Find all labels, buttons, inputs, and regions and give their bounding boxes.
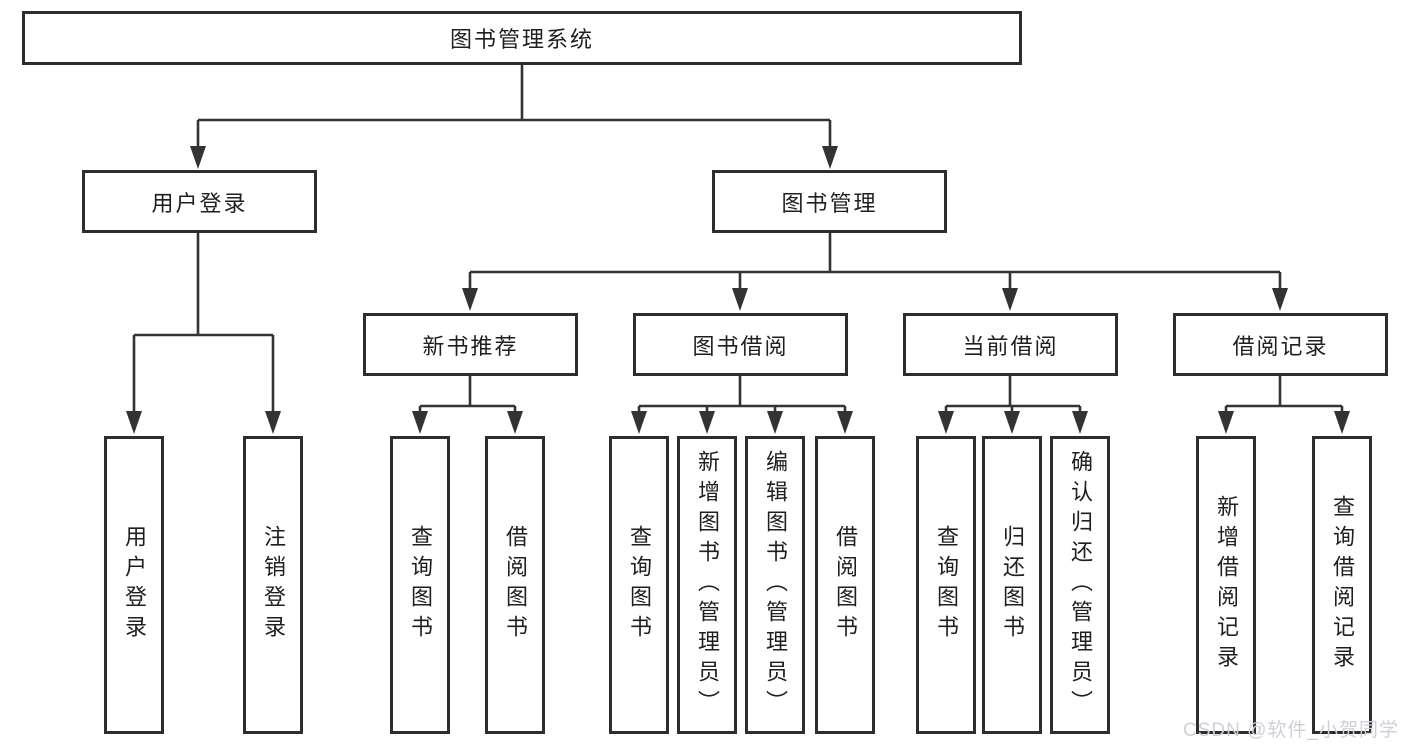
- leaf-logout: 注销登录: [243, 436, 303, 734]
- leaf-record-add-borrow-record: 新增借阅记录: [1196, 436, 1256, 734]
- node-label: 图书管理: [781, 190, 878, 216]
- node-label: 查询图书: [408, 525, 433, 645]
- node-label: 图书借阅: [692, 333, 789, 359]
- leaf-user-login: 用户登录: [104, 436, 164, 734]
- node-label: 借阅记录: [1232, 333, 1329, 359]
- csdn-watermark: CSDN @软件_小贺同学: [1183, 720, 1399, 741]
- leaf-borrow-edit-book-admin: 编辑图书（管理员）: [745, 436, 805, 734]
- node-label: 借阅图书: [503, 525, 528, 645]
- node-label: 用户登录: [151, 190, 248, 216]
- node-label: 归还图书: [1000, 525, 1025, 645]
- node-book-borrow: 图书借阅: [633, 313, 848, 376]
- leaf-recommend-borrow-book: 借阅图书: [485, 436, 545, 734]
- node-current-borrow: 当前借阅: [903, 313, 1118, 376]
- node-label: 新增借阅记录: [1214, 495, 1239, 675]
- leaf-borrow-query-book: 查询图书: [609, 436, 669, 734]
- node-label: 注销登录: [261, 525, 286, 645]
- leaf-borrow-borrow-book: 借阅图书: [815, 436, 875, 734]
- node-library-system: 图书管理系统: [22, 11, 1022, 65]
- node-label: 编辑图书（管理员）: [763, 450, 788, 720]
- node-user-login: 用户登录: [82, 170, 317, 233]
- node-label: 当前借阅: [962, 333, 1059, 359]
- node-label: 新增图书（管理员）: [695, 450, 720, 720]
- leaf-borrow-add-book-admin: 新增图书（管理员）: [677, 436, 737, 734]
- node-label: 新书推荐: [422, 333, 519, 359]
- leaf-current-query-book: 查询图书: [916, 436, 976, 734]
- node-label: 用户登录: [122, 525, 147, 645]
- leaf-record-query-borrow-record: 查询借阅记录: [1312, 436, 1372, 734]
- node-new-book-recommend: 新书推荐: [363, 313, 578, 376]
- node-label: 查询借阅记录: [1330, 495, 1355, 675]
- leaf-current-confirm-return-admin: 确认归还（管理员）: [1050, 436, 1110, 734]
- leaf-recommend-query-book: 查询图书: [390, 436, 450, 734]
- node-label: 图书管理系统: [449, 27, 594, 52]
- node-label: 查询图书: [934, 525, 959, 645]
- node-label: 查询图书: [627, 525, 652, 645]
- leaf-current-return-book: 归还图书: [982, 436, 1042, 734]
- node-label: 确认归还（管理员）: [1068, 450, 1093, 720]
- node-label: 借阅图书: [833, 525, 858, 645]
- node-borrow-records: 借阅记录: [1173, 313, 1388, 376]
- node-book-management: 图书管理: [712, 170, 947, 233]
